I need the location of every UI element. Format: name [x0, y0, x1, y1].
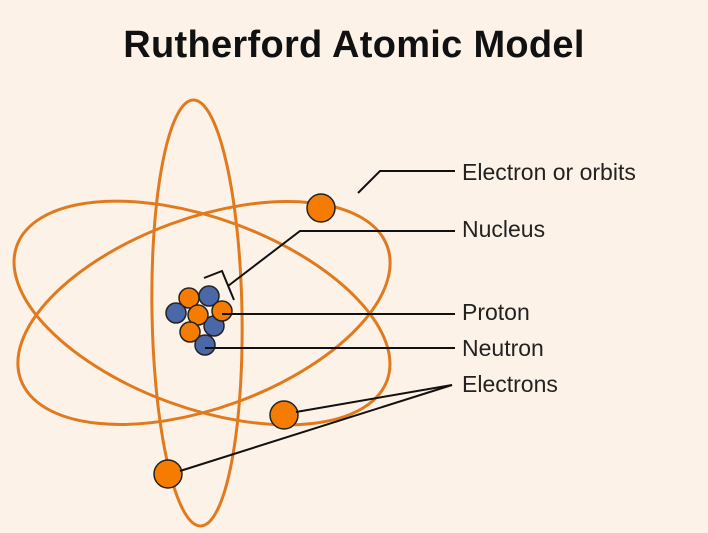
label-nucleus: Nucleus [462, 216, 546, 242]
label-electrons: Electrons [462, 371, 558, 397]
electrons [153, 193, 336, 489]
orbit-lower-tilted [12, 199, 392, 427]
electrons-leader-1 [295, 384, 453, 413]
neutron [194, 334, 216, 356]
electron [153, 459, 183, 489]
label-neutron: Neutron [462, 335, 544, 361]
diagram-title: Rutherford Atomic Model [123, 24, 585, 66]
nucleus [165, 285, 233, 356]
nucleus-bracket [203, 269, 235, 301]
proton [179, 321, 201, 343]
label-proton: Proton [462, 299, 530, 325]
orbit-upper-tilted [16, 200, 392, 426]
orbits-leader [357, 170, 455, 194]
electrons-leader-2 [179, 384, 453, 472]
nucleus-leader [227, 230, 455, 287]
neutron [165, 302, 187, 324]
electron [306, 193, 336, 223]
orbits [12, 98, 392, 528]
orbit-vertical [150, 98, 244, 528]
proton [178, 287, 200, 309]
proton [211, 300, 233, 322]
label-orbits: Electron or orbits [462, 159, 636, 185]
leader-lines [179, 170, 455, 472]
electron [269, 400, 299, 430]
